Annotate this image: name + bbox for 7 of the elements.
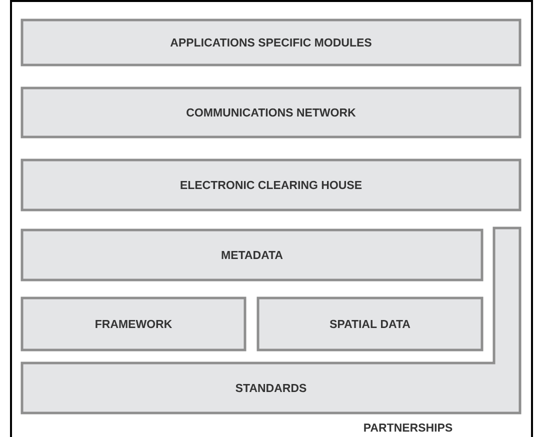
layer-box: SPATIAL DATA [256,296,484,352]
layer-box: COMMUNICATIONS NETWORK [20,86,522,138]
layer-box: FRAMEWORK [20,296,246,352]
band-label: PARTNERSHIPS [364,424,452,432]
layer-box: APPLICATIONS SPECIFIC MODULES [20,18,522,66]
layer-box: METADATA [20,228,484,282]
layer-box: ELECTRONIC CLEARING HOUSE [20,158,522,212]
